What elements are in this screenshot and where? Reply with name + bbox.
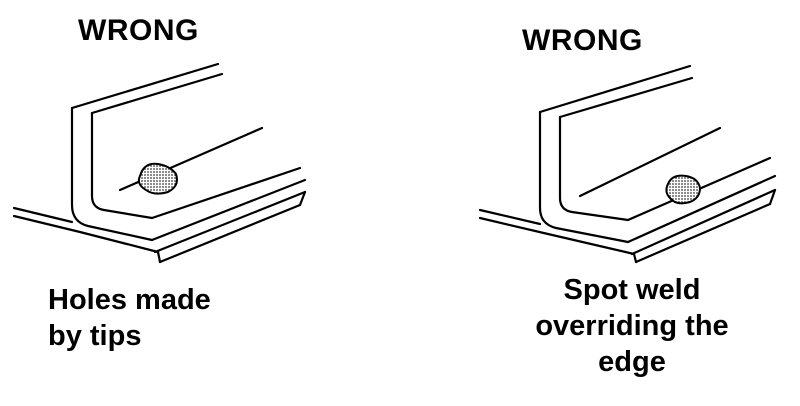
right-caption-line-1: Spot weld <box>563 274 701 306</box>
weld-mark-right <box>665 174 702 205</box>
right-panel-heading: WRONG <box>522 24 643 57</box>
left-caption-line-1: Holes made <box>48 284 211 316</box>
left-panel-caption: Holes made by tips <box>48 282 211 354</box>
right-angle-bracket <box>478 64 777 264</box>
left-angle-bracket <box>12 62 307 264</box>
right-caption-line-3: edge <box>598 346 666 378</box>
right-caption-line-2: overriding the <box>535 310 729 342</box>
hole-mark-left <box>137 162 178 195</box>
left-caption-line-2: by tips <box>48 320 142 352</box>
left-panel-heading: WRONG <box>78 14 199 47</box>
right-panel-caption: Spot weld overriding the edge <box>512 272 752 380</box>
